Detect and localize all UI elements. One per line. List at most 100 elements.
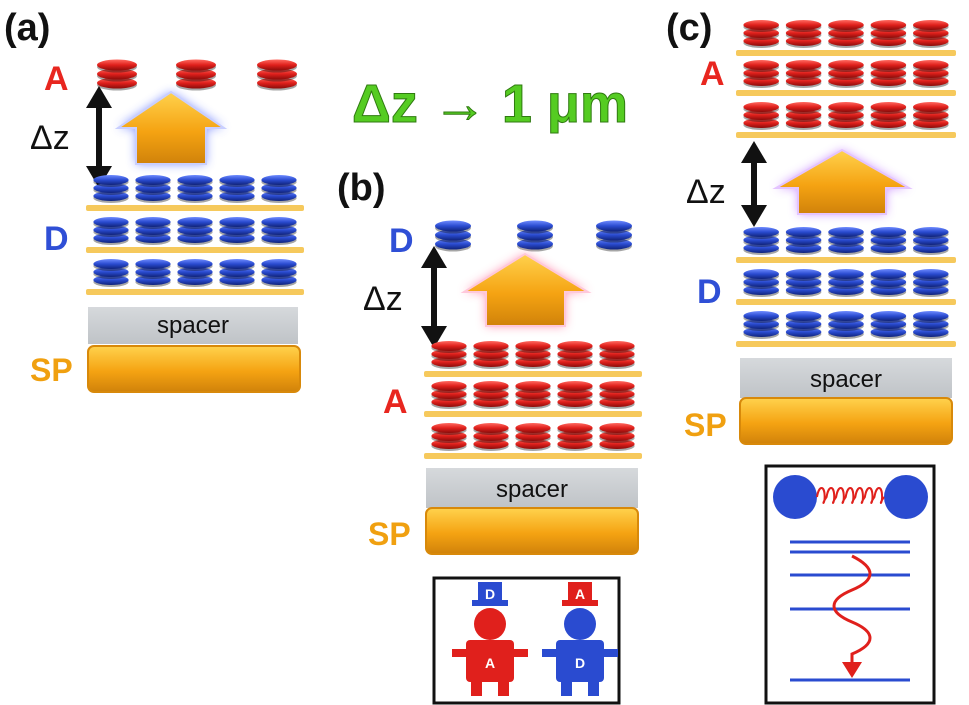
molecule-disk <box>135 175 171 185</box>
acceptor-top-stacks <box>97 59 297 91</box>
molecule-disk <box>743 60 780 70</box>
molecule-stack <box>557 423 593 451</box>
molecule-disk <box>870 76 907 86</box>
molecule-disk <box>515 439 551 449</box>
molecule-disk <box>743 327 780 337</box>
molecule-disk <box>515 349 551 359</box>
molecule-stack <box>515 381 551 409</box>
molecule-stack <box>473 423 509 451</box>
molecule-disk <box>912 227 949 237</box>
molecule-disk <box>785 311 822 321</box>
molecule-disk <box>219 191 255 201</box>
molecule-disk <box>473 381 509 391</box>
molecule-disk <box>177 275 213 285</box>
molecule-disk <box>599 349 635 359</box>
molecule-disk <box>785 60 822 70</box>
acceptor-layers <box>736 20 956 138</box>
molecule-disk <box>785 327 822 337</box>
molecule-stack <box>828 20 864 48</box>
molecule-disk <box>219 175 255 185</box>
molecule-disk <box>785 277 822 287</box>
molecule-stack <box>743 20 780 48</box>
delta-z-arrow <box>741 141 767 227</box>
molecule-stack <box>785 102 822 130</box>
molecule-disk <box>219 267 255 277</box>
molecule-disk <box>135 217 171 227</box>
delta-z-arrow <box>421 246 447 348</box>
molecule-disk <box>828 277 864 287</box>
molecule-disk <box>135 259 171 269</box>
molecule-disk <box>912 68 949 78</box>
molecule-disk <box>870 60 907 70</box>
molecule-disk <box>93 259 129 269</box>
molecule-disk <box>785 269 822 279</box>
molecule-disk <box>912 28 949 38</box>
molecule-disk <box>557 439 593 449</box>
molecule-disk <box>177 191 213 201</box>
molecule-disk <box>785 36 822 46</box>
molecular-layer <box>736 60 956 96</box>
molecule-disk <box>135 183 171 193</box>
molecule-disk <box>177 267 213 277</box>
molecule-disk <box>93 275 129 285</box>
molecule-disk <box>431 341 467 351</box>
molecule-disk <box>828 311 864 321</box>
delta-z-label: Δz <box>363 280 403 318</box>
spacer-label: spacer <box>157 312 229 339</box>
delta-z-label: Δz <box>686 173 726 211</box>
molecule-disk <box>93 225 129 235</box>
molecule-disk <box>135 275 171 285</box>
molecular-layer <box>736 269 956 305</box>
molecular-layer <box>736 102 956 138</box>
molecule-disk <box>743 20 780 30</box>
molecule-disk <box>912 36 949 46</box>
molecule-disk <box>870 269 907 279</box>
molecule-stack <box>912 227 949 255</box>
molecule-stack <box>93 259 129 287</box>
molecule-stack <box>785 311 822 339</box>
molecule-disk <box>596 229 632 241</box>
sp-substrate <box>87 345 301 393</box>
molecule-disk <box>97 68 137 80</box>
molecule-disk <box>177 225 213 235</box>
molecule-stack <box>177 175 213 203</box>
molecule-stack <box>97 59 137 91</box>
donor-top-label: D <box>389 222 414 260</box>
molecule-disk <box>785 243 822 253</box>
molecule-disk <box>870 235 907 245</box>
molecule-disk <box>828 68 864 78</box>
molecule-disk <box>515 423 551 433</box>
molecular-layer <box>424 341 642 377</box>
molecule-stack <box>743 102 780 130</box>
molecule-stack <box>912 102 949 130</box>
molecule-disk <box>743 269 780 279</box>
molecule-disk <box>515 397 551 407</box>
body-label: D <box>575 655 585 671</box>
molecule-stack <box>785 269 822 297</box>
molecule-disk <box>828 285 864 295</box>
molecule-stack <box>557 341 593 369</box>
molecule-stack <box>599 423 635 451</box>
molecule-disk <box>743 110 780 120</box>
molecule-stack <box>828 60 864 88</box>
molecule-disk <box>743 227 780 237</box>
molecule-disk <box>517 229 553 241</box>
molecule-disk <box>870 327 907 337</box>
molecule-disk <box>870 311 907 321</box>
molecule-disk <box>97 77 137 89</box>
molecule-disk <box>176 68 216 80</box>
molecule-disk <box>261 275 297 285</box>
molecule-disk <box>176 59 216 71</box>
molecule-stack <box>828 102 864 130</box>
molecule-stack <box>177 217 213 245</box>
molecule-stack <box>912 60 949 88</box>
body-label: A <box>485 655 495 671</box>
molecule-disk <box>743 68 780 78</box>
molecule-disk <box>743 118 780 128</box>
molecule-disk <box>473 389 509 399</box>
molecule-disk <box>785 118 822 128</box>
sp-label: SP <box>368 516 411 552</box>
molecule-disk <box>743 277 780 287</box>
molecule-disk <box>912 60 949 70</box>
molecule-disk <box>557 357 593 367</box>
